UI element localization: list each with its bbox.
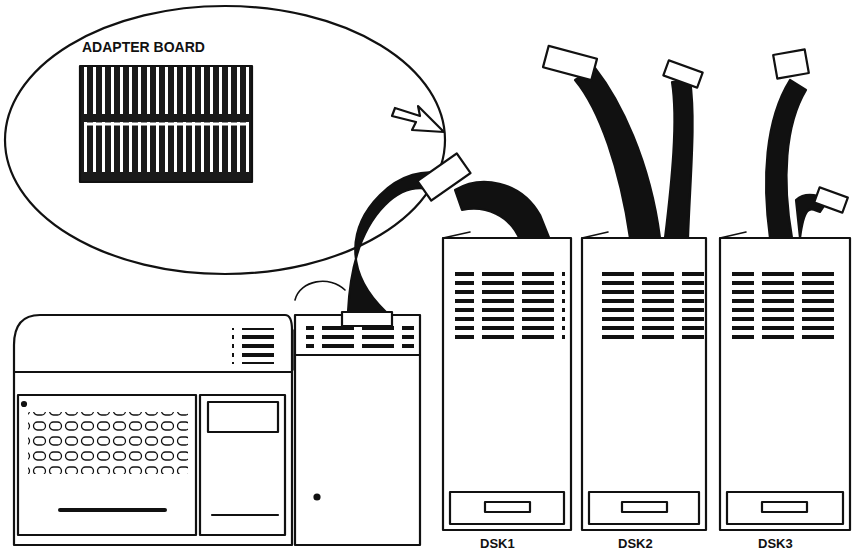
drive-label: DSK2 bbox=[618, 537, 653, 551]
computer-console bbox=[14, 315, 292, 545]
expansion-box bbox=[293, 315, 420, 545]
disk-drive bbox=[443, 232, 571, 530]
callout-bubble bbox=[5, 6, 445, 274]
adapter-board bbox=[80, 66, 252, 182]
callout-label: ADAPTER BOARD bbox=[82, 40, 205, 55]
callout-arrow bbox=[392, 106, 444, 132]
disk-drive bbox=[720, 49, 850, 530]
drive-label: DSK1 bbox=[480, 537, 515, 551]
disk-drive bbox=[543, 46, 706, 530]
drive-label: DSK3 bbox=[758, 537, 793, 551]
